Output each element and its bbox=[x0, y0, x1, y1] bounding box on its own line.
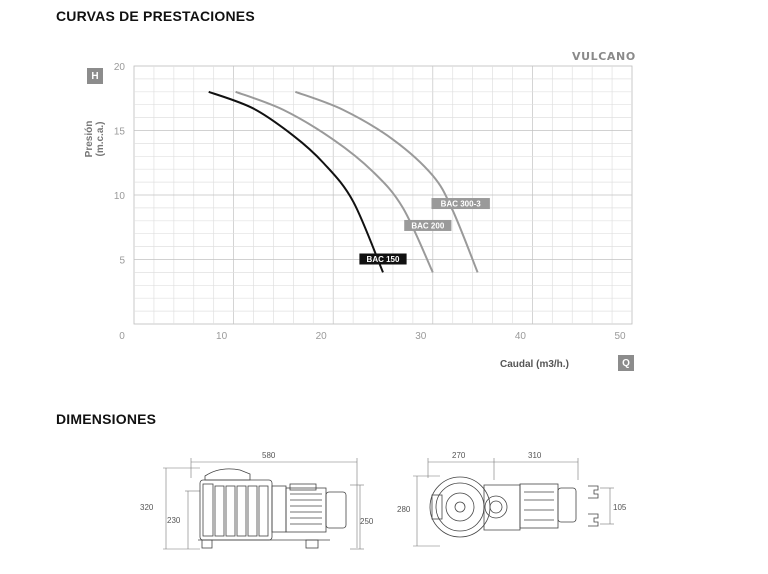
series-label-bg-0 bbox=[359, 253, 407, 265]
x-tick-label: 40 bbox=[515, 331, 527, 342]
dim-top-depth: 280 bbox=[397, 505, 411, 514]
y-tick-label: 10 bbox=[114, 191, 126, 202]
top-view-drawing bbox=[413, 458, 579, 547]
section-title-curves: CURVAS DE PRESTACIONES bbox=[56, 8, 255, 24]
series-line-2 bbox=[294, 90, 479, 273]
y-tick-label: 5 bbox=[119, 256, 125, 267]
series-label-0: BAC 150 bbox=[367, 255, 400, 264]
series-line-1 bbox=[235, 90, 434, 273]
series-label-1: BAC 200 bbox=[411, 221, 444, 230]
y-tick-label: 15 bbox=[114, 127, 126, 138]
connection-detail-drawing bbox=[588, 485, 614, 527]
x-tick-label: 10 bbox=[216, 331, 228, 342]
dim-side-height-motor: 250 bbox=[360, 517, 374, 526]
side-view-drawing bbox=[163, 458, 364, 550]
dim-connection-spacing: 105 bbox=[613, 503, 627, 512]
y-tick-label: 20 bbox=[114, 62, 126, 73]
x-tick-label: 30 bbox=[415, 331, 427, 342]
brand-logo: VULCANO bbox=[572, 50, 636, 63]
y-axis-badge: H bbox=[87, 68, 103, 84]
x-axis-label: Caudal (m3/h.) bbox=[500, 359, 569, 370]
x-tick-label: 50 bbox=[614, 331, 626, 342]
dim-top-width-left: 270 bbox=[452, 451, 466, 460]
series-label-bg-2 bbox=[431, 198, 490, 210]
x-tick-label: 0 bbox=[119, 331, 125, 342]
section-title-dimensions: DIMENSIONES bbox=[56, 411, 157, 427]
dim-side-height-total: 320 bbox=[140, 503, 154, 512]
series-label-2: BAC 300-3 bbox=[441, 200, 482, 209]
dim-side-height-inlet: 230 bbox=[167, 516, 181, 525]
x-tick-label: 20 bbox=[316, 331, 328, 342]
dim-side-width: 580 bbox=[262, 451, 276, 460]
dim-top-width-right: 310 bbox=[528, 451, 542, 460]
x-axis-badge: Q bbox=[618, 355, 634, 371]
series-line-0 bbox=[208, 90, 384, 273]
series-label-bg-1 bbox=[404, 219, 452, 231]
